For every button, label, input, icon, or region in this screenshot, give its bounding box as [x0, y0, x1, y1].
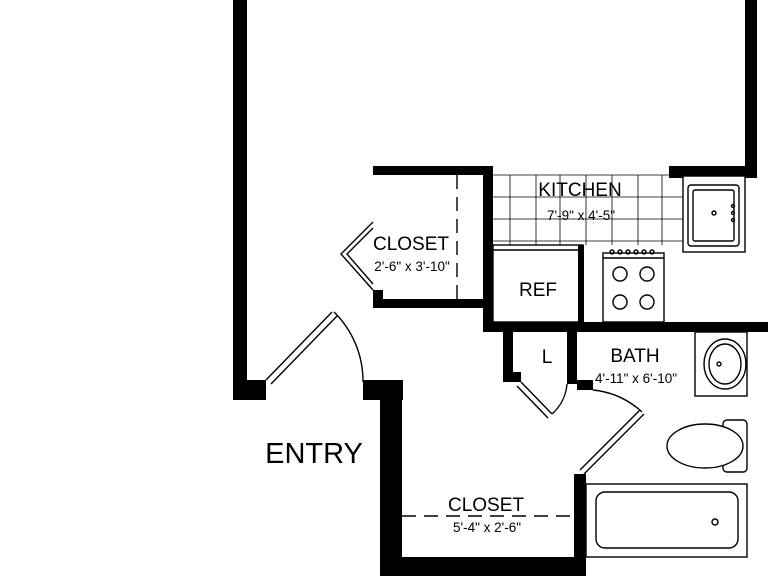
bath-fixtures: [585, 331, 748, 558]
east-wall-upper: [745, 0, 757, 168]
ref-label: REF: [519, 280, 557, 301]
walls: [233, 0, 768, 576]
burner-icon: [612, 266, 628, 282]
bath-door-leaf-edge: [583, 413, 645, 475]
kitchen-north-wall-left: [373, 166, 493, 175]
closet-lower-west-wall: [380, 380, 402, 576]
room-labels: KITCHEN 7'-9" x 4'-5" CLOSET 2'-6" x 3'-…: [265, 180, 677, 535]
kitchen-south-wall: [483, 322, 768, 332]
closet-bifold-door: [340, 221, 374, 291]
linen-door-leaf: [520, 381, 553, 415]
doors: [265, 175, 645, 517]
lavatory-drain: [716, 361, 722, 367]
linen-label: L: [542, 347, 553, 368]
burner-icon: [639, 266, 655, 282]
bath-door-jamb: [577, 380, 593, 390]
lavatory-basin: [708, 343, 742, 385]
bathtub-basin: [595, 491, 739, 549]
burner-icon: [639, 294, 655, 310]
refrigerator-side: [578, 245, 584, 322]
range-knob-icon: [641, 249, 647, 255]
bath-door-leaf: [579, 409, 641, 471]
closet-south-wall: [373, 299, 493, 308]
range-knob-icon: [649, 249, 655, 255]
range-knob-icon: [633, 249, 639, 255]
closet-lower-size: 5'-4" x 2'-6": [453, 520, 521, 535]
sink-faucet-icon: [730, 217, 736, 223]
bath-west-wall: [574, 474, 586, 576]
kitchen-north-wall-right: [669, 166, 757, 178]
entry-door-leaf: [265, 311, 333, 381]
sink-drain: [711, 210, 717, 216]
entry-jamb-left: [233, 380, 266, 400]
entry-label: ENTRY: [265, 438, 363, 470]
range-knob-icon: [609, 249, 615, 255]
range: [602, 252, 665, 323]
kitchen-tile-grid: [493, 174, 683, 245]
linen-door-swing: [551, 383, 568, 415]
entry-door-swing: [333, 311, 364, 383]
sink-faucet-icon: [730, 210, 736, 216]
closet-upper-size: 2'-6" x 3'-10": [374, 259, 450, 274]
bathtub-drain: [711, 518, 719, 526]
bath-door-swing: [592, 389, 643, 413]
lavatory-outer: [703, 338, 747, 390]
toilet-bowl: [666, 423, 744, 469]
west-wall: [233, 0, 247, 400]
bath-size: 4'-11" x 6'-10": [595, 371, 677, 386]
linen-east-wall: [567, 322, 577, 384]
bath-label: BATH: [610, 346, 659, 367]
closet-upper-label: CLOSET: [373, 234, 449, 255]
range-knob-icon: [617, 249, 623, 255]
closet-bifold-door-inner: [346, 227, 374, 285]
linen-door-leaf-edge: [516, 385, 549, 419]
sink-faucet-icon: [730, 203, 736, 209]
kitchen-west-wall: [483, 166, 493, 332]
refrigerator: [492, 244, 584, 323]
entry-door-leaf-edge: [270, 315, 338, 385]
linen-jamb-left: [503, 372, 521, 382]
kitchen-fixtures: [492, 175, 746, 323]
range-knob-icon: [625, 249, 631, 255]
kitchen-size: 7'-9" x 4'-5": [547, 208, 615, 223]
south-wall: [380, 557, 580, 576]
kitchen-label: KITCHEN: [538, 180, 621, 201]
closet-lower-label: CLOSET: [448, 495, 524, 516]
linen-west-wall: [503, 322, 513, 380]
burner-icon: [612, 294, 628, 310]
